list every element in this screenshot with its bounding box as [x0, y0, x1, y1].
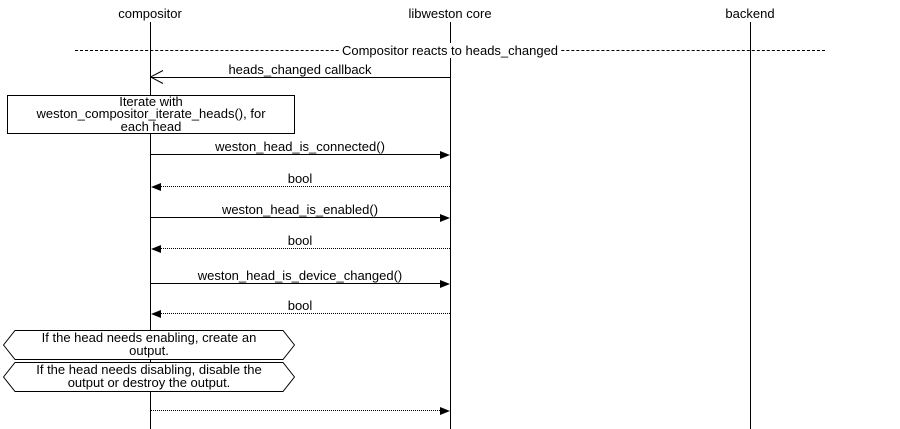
- lifeline-backend: [750, 22, 751, 429]
- condition-line: If the head needs enabling, create an: [41, 330, 257, 345]
- divider-label: Compositor reacts to heads_changed: [338, 43, 562, 58]
- note-line: weston_compositor_iterate_heads(), for: [36, 106, 266, 122]
- message-line-weston-head-is-device-changed: [150, 283, 440, 284]
- condition-line: output or destroy the output.: [67, 374, 231, 390]
- message-label-weston-head-is-enabled: weston_head_is_enabled(): [221, 202, 379, 217]
- message-label-weston-head-is-connected: weston_head_is_connected(): [215, 139, 385, 154]
- filled-arrowhead-left-icon: [151, 183, 161, 191]
- message-line-bool-3: [161, 313, 450, 314]
- filled-arrowhead-right-icon: [440, 280, 450, 288]
- condition-hexagon-disabling: [3, 362, 295, 392]
- message-line-bool-2: [161, 248, 450, 249]
- condition-hexagon-enabling: [3, 330, 295, 360]
- condition-text-disabling: If the head needs disabling, disable the…: [3, 362, 295, 389]
- open-arrowhead-left-icon: [150, 70, 164, 84]
- note-box-iterate-heads: Iterate with weston_compositor_iterate_h…: [7, 94, 295, 135]
- message-line-weston-head-is-enabled: [150, 217, 440, 218]
- message-label-heads-changed-callback: heads_changed callback: [228, 62, 372, 77]
- participant-label-libweston-core: libweston core: [408, 6, 492, 21]
- note-line: Iterate with: [119, 94, 183, 109]
- lifeline-compositor: [150, 22, 151, 429]
- note-line: each head: [120, 118, 182, 134]
- condition-line: If the head needs disabling, disable the: [36, 362, 262, 377]
- participant-label-compositor: compositor: [118, 6, 182, 21]
- filled-arrowhead-right-icon: [440, 151, 450, 159]
- message-label-bool-2: bool: [287, 233, 313, 248]
- filled-arrowhead-left-icon: [151, 310, 161, 318]
- message-label-weston-head-is-device-changed: weston_head_is_device_changed(): [197, 268, 403, 283]
- condition-text-enabling: If the head needs enabling, create an ou…: [3, 330, 295, 357]
- filled-arrowhead-left-icon: [151, 245, 161, 253]
- condition-line: output.: [129, 342, 169, 358]
- message-line-weston-head-is-connected: [150, 154, 440, 155]
- message-label-bool-1: bool: [287, 171, 313, 186]
- message-line-bool-1: [161, 186, 450, 187]
- message-line-heads-changed-callback: [151, 77, 450, 78]
- lifeline-libweston-core: [450, 22, 451, 429]
- participant-label-backend: backend: [725, 6, 775, 21]
- message-line-final: [150, 410, 440, 411]
- message-label-bool-3: bool: [287, 298, 313, 313]
- filled-arrowhead-right-icon: [440, 214, 450, 222]
- filled-arrowhead-right-icon: [440, 407, 450, 415]
